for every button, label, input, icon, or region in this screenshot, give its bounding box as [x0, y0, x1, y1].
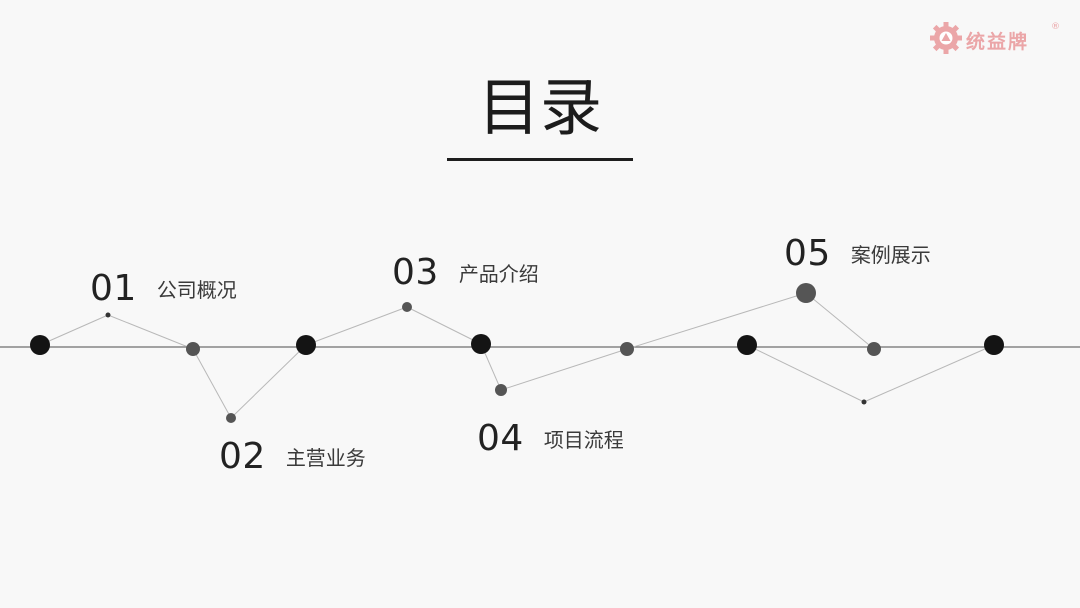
node-mid — [796, 283, 816, 303]
toc-item-04[interactable]: 04 项目流程 — [477, 418, 624, 459]
node-small — [402, 302, 412, 312]
item-label: 案例展示 — [850, 243, 931, 267]
toc-item-01[interactable]: 01 公司概况 — [90, 268, 237, 309]
registered-mark: ® — [1051, 22, 1060, 32]
item-label: 项目流程 — [543, 428, 624, 452]
item-number: 05 — [784, 233, 831, 274]
timeline-nodes — [30, 283, 1004, 423]
gear-logo-icon — [930, 22, 962, 54]
brand-name: 统益牌 — [966, 31, 1030, 53]
toc-item-03[interactable]: 03 产品介绍 — [392, 252, 539, 293]
item-label: 产品介绍 — [458, 262, 539, 286]
brand-logo: 统益牌 ® — [928, 20, 1060, 56]
node-dot — [105, 312, 111, 318]
item-number: 03 — [392, 252, 439, 293]
node-dark — [30, 335, 50, 355]
node-dark — [984, 335, 1004, 355]
toc-item-05[interactable]: 05 案例展示 — [784, 233, 931, 274]
item-label: 主营业务 — [285, 446, 366, 470]
node-small — [226, 413, 236, 423]
node-dot — [861, 399, 867, 405]
node-small — [495, 384, 507, 396]
item-number: 04 — [477, 418, 524, 459]
node-mid — [867, 342, 881, 356]
title-underline — [447, 158, 633, 161]
node-dark — [471, 334, 491, 354]
item-number: 01 — [90, 268, 137, 309]
item-label: 公司概况 — [156, 278, 237, 302]
connector-lines — [39, 292, 995, 419]
item-number: 02 — [219, 436, 266, 477]
node-dark — [737, 335, 757, 355]
node-mid — [620, 342, 634, 356]
node-mid — [186, 342, 200, 356]
node-dark — [296, 335, 316, 355]
toc-item-02[interactable]: 02 主营业务 — [219, 436, 366, 477]
page-title: 目录 — [477, 71, 602, 144]
